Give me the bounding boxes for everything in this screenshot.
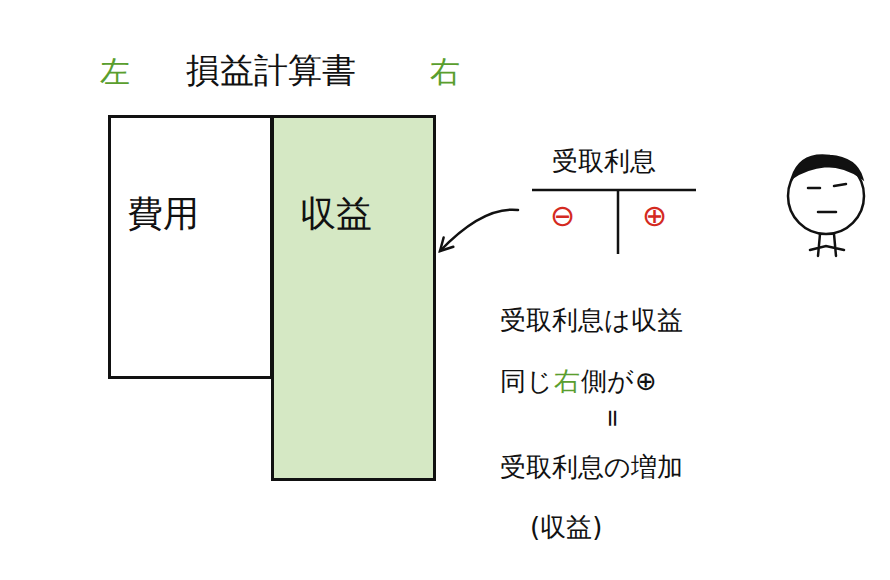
minus-sign: ⊖ <box>550 198 575 233</box>
box-label: 費用 <box>127 190 199 239</box>
note: 同じ <box>500 366 553 397</box>
curved-arrow <box>440 210 518 251</box>
equals-sign: = <box>599 408 628 428</box>
note: 側が <box>581 366 634 397</box>
note-symbol: ⊕ <box>635 366 657 397</box>
note: 受取利息は収益 <box>500 305 683 336</box>
account-name: 受取利息 <box>552 144 656 179</box>
plus-sign: ⊕ <box>642 198 667 233</box>
revenue-box: 収益 <box>271 115 436 481</box>
note-highlight: 右 <box>554 366 580 397</box>
note: (収益) <box>530 512 602 543</box>
note: 受取利息の増加 <box>500 452 683 483</box>
stick-figure <box>788 155 864 256</box>
diagram-title: 損益計算書 <box>186 50 356 91</box>
box-label: 収益 <box>300 190 372 239</box>
side-label: 左 <box>100 54 130 90</box>
side-label: 右 <box>430 54 460 90</box>
t-account: 受取利息 ⊖ ⊕ <box>530 138 698 256</box>
expense-box: 費用 <box>108 115 273 379</box>
